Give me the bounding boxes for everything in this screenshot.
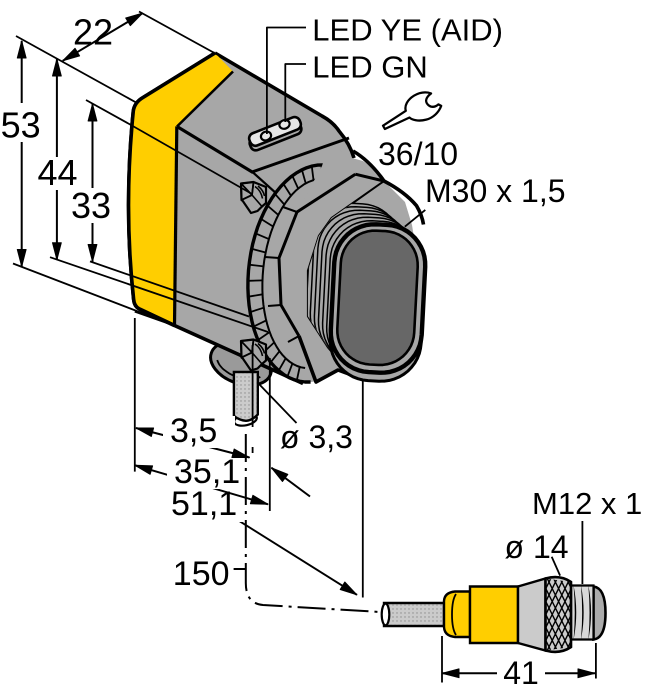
svg-text:M30 x 1,5: M30 x 1,5 [425,173,566,209]
svg-text:ø 3,3: ø 3,3 [280,419,353,455]
svg-text:LED GN: LED GN [312,50,427,85]
svg-text:36/10: 36/10 [378,136,458,172]
svg-text:LED YE (AID): LED YE (AID) [312,13,503,48]
svg-text:33: 33 [71,185,111,226]
svg-text:ø 14: ø 14 [505,529,569,565]
svg-text:53: 53 [1,105,41,146]
svg-text:3,5: 3,5 [170,412,217,450]
svg-text:M12 x 1: M12 x 1 [532,486,642,521]
svg-text:41: 41 [503,655,539,691]
svg-text:44: 44 [37,152,77,193]
svg-text:22: 22 [73,12,113,53]
svg-text:150: 150 [173,555,230,593]
svg-text:35,1: 35,1 [174,453,240,491]
